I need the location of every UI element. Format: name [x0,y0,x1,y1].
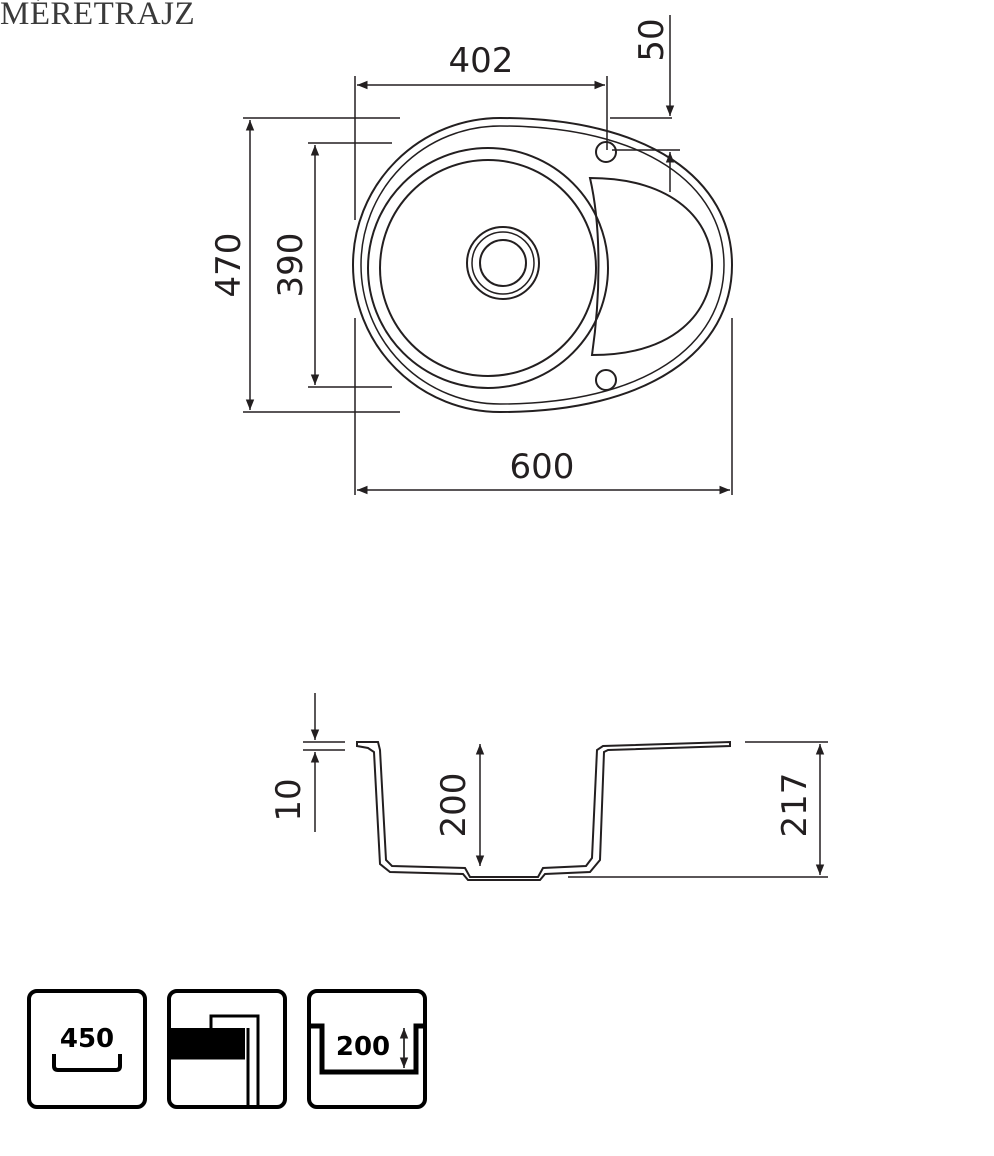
dim-470: 470 [209,233,249,298]
dim-402: 402 [449,41,514,81]
sink-profile [356,740,731,881]
dim-217: 217 [775,773,815,838]
countertop-mount-icon [167,989,287,1109]
overflow-hole [595,369,617,391]
sink-outline [352,116,734,414]
dim-390: 390 [271,233,311,298]
side-view: 10 200 217 [269,693,828,881]
cabinet-size-icon: 450 [27,989,147,1109]
bowl-depth-label: 200 [336,1032,390,1062]
bowl [379,159,597,377]
page-title: MÉRETRAJZ [0,0,196,32]
bowl-rim [367,147,609,389]
dim-50: 50 [632,18,672,61]
dim-10: 10 [269,778,309,821]
cabinet-size-label: 450 [60,1024,114,1054]
top-view: 402 50 470 390 600 [209,15,734,495]
dim-200: 200 [434,773,474,838]
tap-hole [595,141,617,163]
dim-600: 600 [510,447,575,487]
bowl-depth-icon: 200 [307,989,427,1109]
drain-icon [466,226,540,300]
drainer [588,176,714,357]
